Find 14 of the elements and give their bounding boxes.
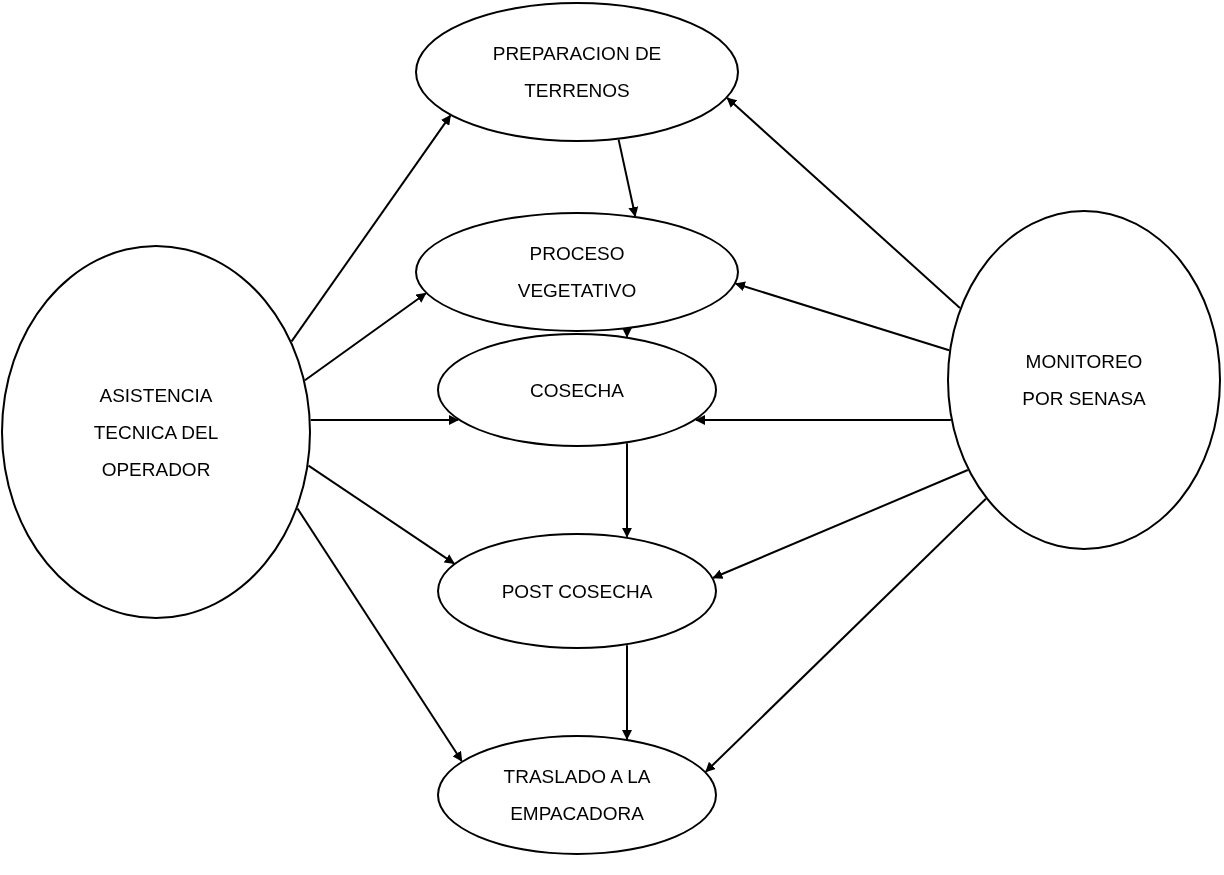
node-label: POST COSECHA — [501, 579, 653, 604]
node-label: PROCESO VEGETATIVO — [516, 242, 638, 303]
arrow — [296, 507, 463, 762]
arrow — [303, 292, 427, 382]
node-label: PREPARACION DE TERRENOS — [491, 42, 663, 103]
node-label: TRASLADO A LA EMPACADORA — [502, 765, 652, 826]
node-label: MONITOREO POR SENASA — [1021, 350, 1147, 411]
arrow — [290, 114, 452, 343]
node-label: ASISTENCIA TECNICA DEL OPERADOR — [92, 383, 220, 482]
arrow — [704, 497, 987, 773]
arrow — [726, 97, 961, 309]
node-label: COSECHA — [530, 378, 624, 403]
arrow — [309, 415, 459, 425]
arrow — [695, 415, 952, 425]
